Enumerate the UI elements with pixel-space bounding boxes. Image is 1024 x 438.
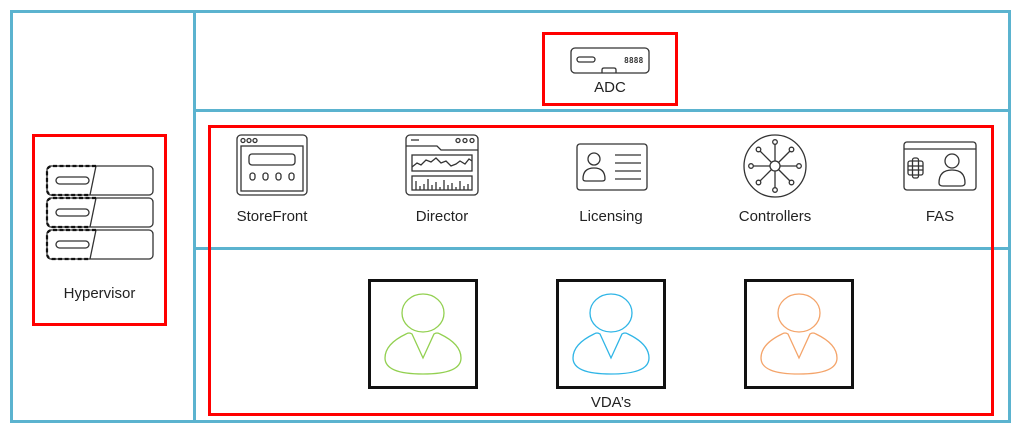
outer-frame — [10, 10, 1011, 423]
vda-desktop-1[interactable] — [368, 279, 478, 389]
vdas-label: VDA’s — [590, 394, 632, 411]
vda-tier-divider — [193, 247, 1011, 250]
user-icon-green — [384, 293, 462, 375]
vda-desktop-3[interactable] — [744, 279, 854, 389]
storefront-label: StoreFront — [236, 208, 308, 225]
svg-text:8888: 8888 — [624, 56, 643, 65]
network-appliance-icon: 8888 — [570, 47, 650, 74]
adc-tier-divider — [193, 109, 1011, 112]
controllers-label: Controllers — [738, 208, 812, 225]
adc-label: ADC — [594, 79, 626, 96]
licensing-label: Licensing — [579, 208, 643, 225]
license-card-icon — [576, 143, 648, 191]
hypervisor-label: Hypervisor — [63, 285, 136, 302]
fas-label: FAS — [925, 208, 955, 225]
left-column-divider — [193, 10, 196, 423]
server-stack-icon — [45, 164, 154, 261]
core-services-box — [208, 125, 994, 416]
smartcard-identity-icon — [903, 141, 977, 191]
user-icon-orange — [760, 293, 838, 375]
storefront-window-icon — [236, 134, 308, 196]
user-icon-blue — [572, 293, 650, 375]
hub-network-icon — [743, 134, 807, 198]
director-label: Director — [415, 208, 469, 225]
hypervisor-box[interactable]: Hypervisor — [32, 134, 167, 326]
monitoring-dashboard-icon — [405, 134, 479, 196]
adc-box[interactable]: 8888 ADC — [542, 32, 678, 106]
vda-desktop-2[interactable] — [556, 279, 666, 389]
